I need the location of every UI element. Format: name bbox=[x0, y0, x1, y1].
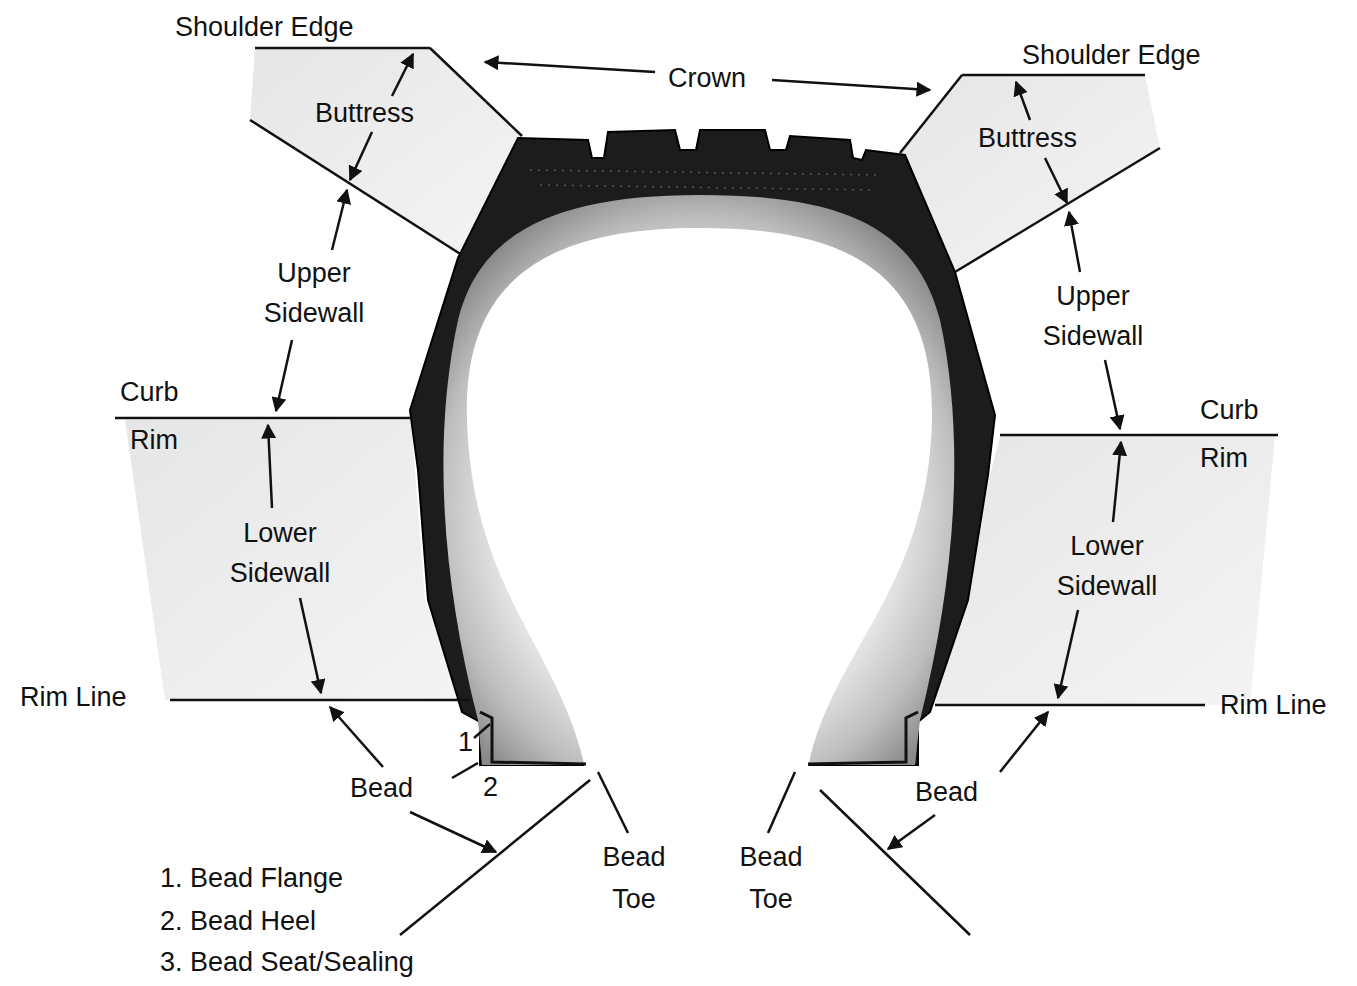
rim-zone bbox=[125, 420, 465, 700]
zone-label: Crown bbox=[668, 58, 746, 98]
callout-number: 2 bbox=[483, 767, 498, 807]
line-label: Rim bbox=[130, 420, 178, 460]
part-label: Bead Toe bbox=[584, 836, 684, 920]
zone-label: Lower Sidewall bbox=[205, 513, 355, 593]
zone-label: Lower Sidewall bbox=[1032, 526, 1182, 606]
line-label: Rim Line bbox=[20, 677, 127, 717]
reference-line bbox=[115, 48, 1278, 935]
callout-number: 1 bbox=[458, 722, 473, 762]
line-label: Curb bbox=[120, 372, 179, 412]
key-entry: 2. Bead Heel bbox=[160, 901, 316, 941]
zone-label: Buttress bbox=[978, 118, 1077, 158]
line-label: Rim Line bbox=[1220, 685, 1327, 725]
key-entry: 3. Bead Seat/Sealing bbox=[160, 942, 414, 982]
zone-label: Buttress bbox=[315, 93, 414, 133]
zone-label: Bead bbox=[915, 772, 978, 812]
line-label: Curb bbox=[1200, 390, 1259, 430]
zone-label: Shoulder Edge bbox=[175, 7, 354, 47]
zone-label: Shoulder Edge bbox=[1022, 35, 1201, 75]
zone-label: Upper Sidewall bbox=[1018, 276, 1168, 356]
part-label: Bead Toe bbox=[721, 836, 821, 920]
bead-outline bbox=[480, 712, 918, 764]
zone-label: Upper Sidewall bbox=[239, 253, 389, 333]
zone-label: Bead bbox=[350, 768, 413, 808]
key-entry: 1. Bead Flange bbox=[160, 858, 343, 898]
tire-cavity bbox=[467, 228, 932, 768]
leader-arrow bbox=[268, 54, 1121, 852]
leader-line bbox=[452, 724, 795, 833]
line-label: Rim bbox=[1200, 438, 1248, 478]
tread-texture bbox=[530, 170, 880, 190]
